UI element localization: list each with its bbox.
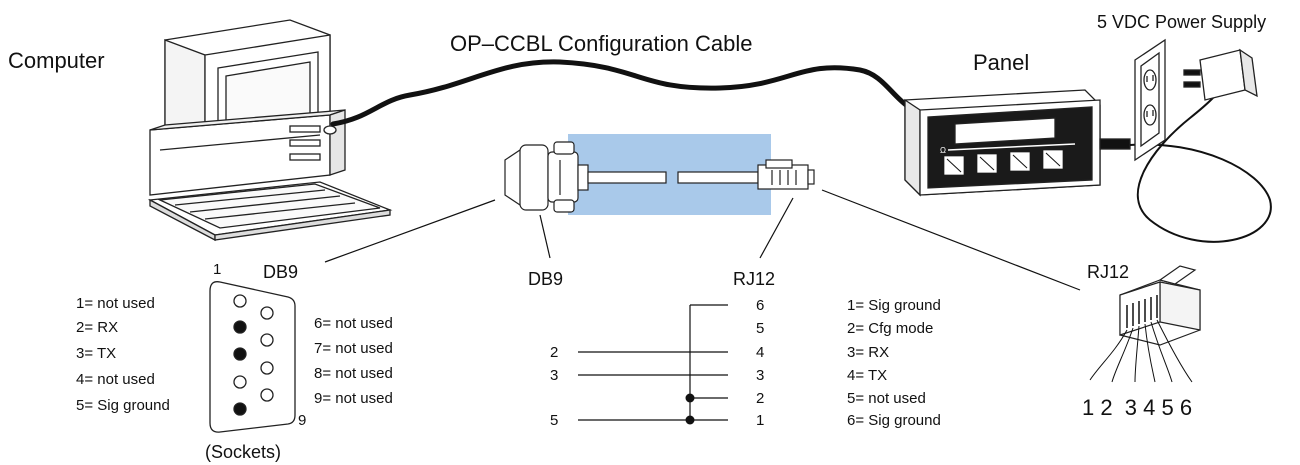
wire-db9-5: 5 [550, 412, 559, 429]
power-supply-label: 5 VDC Power Supply [1097, 12, 1267, 32]
wire-rj12-6: 6 [756, 297, 765, 314]
power-adapter [1183, 48, 1258, 101]
wall-outlet [1134, 38, 1166, 162]
db9-pin-1: 1= not used [76, 295, 155, 312]
rj12-connector-label: RJ12 [1087, 262, 1130, 282]
rj12-pin-6: 6= Sig ground [847, 412, 941, 429]
rj12-pin-2: 2= Cfg mode [847, 320, 934, 337]
db9-pin-5: 5= Sig ground [76, 397, 170, 414]
wire-db9-2: 2 [550, 344, 559, 361]
rj12-cable-label: RJ12 [733, 269, 776, 289]
db9-cable-label: DB9 [528, 269, 564, 289]
wire-rj12-5: 5 [756, 320, 765, 337]
cable-title: OP–CCBL Configuration Cable [450, 31, 753, 56]
db9-pinout [209, 281, 296, 433]
panel-illustration: Ω [904, 89, 1131, 197]
db9-face-label: DB9 [263, 262, 299, 282]
wire-rj12-4: 4 [756, 344, 765, 361]
wiring-lines [578, 304, 728, 421]
computer-illustration [147, 19, 393, 242]
db9-pin-3: 3= TX [76, 345, 117, 362]
rj12-pin-5: 5= not used [847, 390, 926, 407]
pointer-lines [324, 189, 1081, 291]
db9-pin-8: 8= not used [314, 365, 393, 382]
db9-pin-6: 6= not used [314, 315, 393, 332]
cable-closeup [504, 141, 815, 213]
db9-pin-2: 2= RX [76, 319, 119, 336]
db9-pin-nine-label: 9 [298, 412, 307, 429]
rj12-pin-3: 3= RX [847, 344, 890, 361]
rj12-pin-numbering: 1 2 3 4 5 6 [1082, 395, 1193, 420]
panel-label: Panel [973, 50, 1030, 75]
db9-pin-7: 7= not used [314, 340, 393, 357]
power-cable [1129, 84, 1272, 243]
db9-pin-4: 4= not used [76, 371, 155, 388]
computer-label: Computer [8, 48, 105, 73]
configuration-cable [330, 59, 933, 127]
sockets-label: (Sockets) [205, 442, 282, 462]
wiring-junctions [685, 393, 695, 425]
wire-rj12-2: 2 [756, 390, 765, 407]
wire-rj12-3: 3 [756, 367, 765, 384]
db9-pin-9: 9= not used [314, 390, 393, 407]
wire-rj12-1: 1 [756, 412, 765, 429]
rj12-pin-1: 1= Sig ground [847, 297, 941, 314]
rj12-connector [1089, 265, 1201, 383]
wire-db9-3: 3 [550, 367, 559, 384]
svg-text:Ω: Ω [940, 146, 946, 155]
db9-pin-one-label: 1 [213, 261, 222, 278]
rj12-pin-4: 4= TX [847, 367, 888, 384]
